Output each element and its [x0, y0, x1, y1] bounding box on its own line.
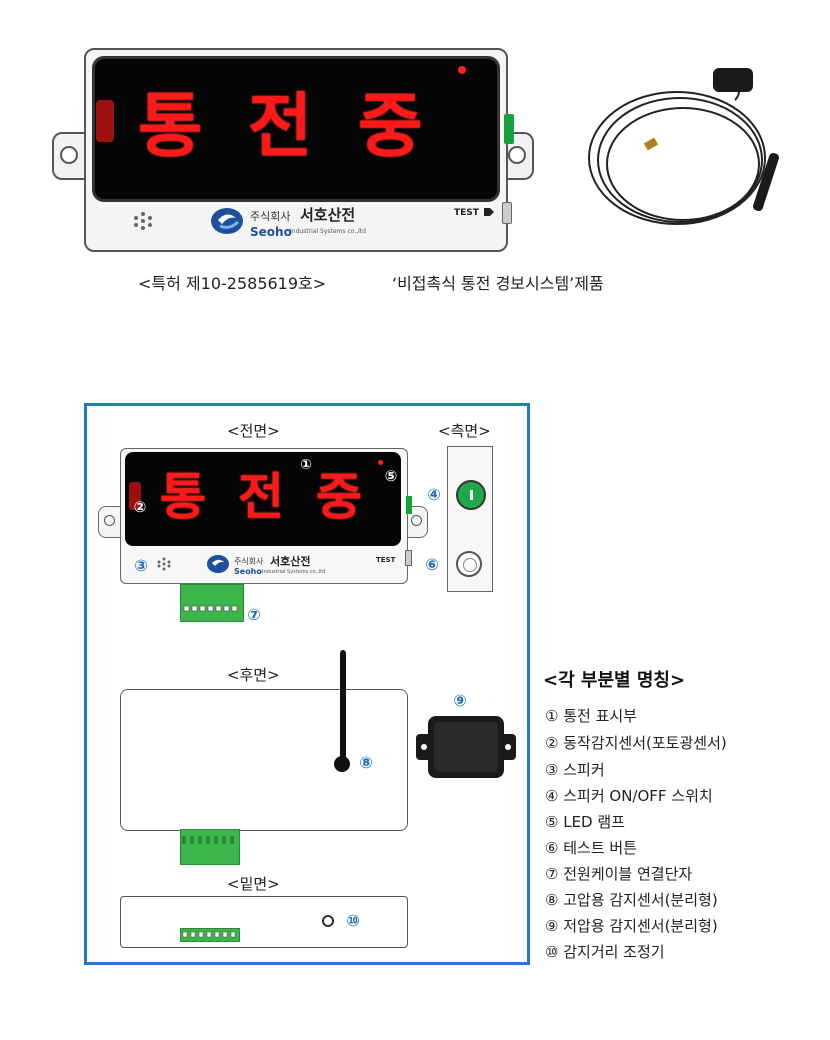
marker-4: ④ [427, 484, 441, 504]
company-kr-name: 서호산전 [300, 206, 356, 224]
top-device: 통 전 중 주식회사 서호산전 Seoho Industrial Systems… [52, 42, 534, 252]
marker-2: ② [133, 498, 147, 516]
legend-item-5: ⑤ LED 램프 [545, 813, 625, 831]
legend-item-2: ② 동작감지센서(포토광센서) [545, 734, 727, 752]
legend-item-4: ④ 스피커 ON/OFF 스위치 [545, 787, 713, 805]
marker-8: ⑧ [359, 752, 373, 772]
led-lamp [458, 66, 466, 74]
mount-hole-left [60, 146, 78, 164]
photo-sensor [96, 100, 114, 142]
test-label: TEST [454, 208, 479, 218]
product-caption: ‘비접촉식 통전 경보시스템’제품 [392, 274, 604, 293]
front-display-char-2: 전 [238, 468, 284, 526]
antenna-rod [340, 650, 346, 762]
company-logo-icon [210, 206, 244, 236]
company-kr-prefix: 주식회사 [250, 210, 291, 223]
rear-terminal-block [180, 829, 240, 865]
front-logo-icon [206, 554, 230, 574]
display-char-3: 중 [358, 85, 423, 167]
antenna-base [334, 756, 350, 772]
display-panel [92, 56, 500, 202]
front-speaker-icon [156, 556, 172, 572]
speaker-icon [132, 210, 154, 232]
front-test-button [405, 550, 412, 566]
bottom-device [120, 896, 408, 948]
speaker-switch-icon [456, 480, 486, 510]
test-arrow-icon [484, 208, 494, 216]
front-company-en-sub: Industrial Systems co.,ltd [262, 569, 326, 575]
front-company-kr-prefix: 주식회사 [234, 557, 264, 566]
front-led [378, 460, 383, 465]
side-view-label: <측면> [438, 422, 491, 440]
legend-item-3: ③ 스피커 [545, 761, 605, 779]
legend-item-10: ⑩ 감지거리 조정기 [545, 943, 665, 961]
marker-3: ③ [134, 555, 148, 575]
display-char-2: 전 [248, 85, 313, 167]
rear-device [120, 689, 408, 831]
mount-hole-right [508, 146, 526, 164]
side-switch [504, 114, 514, 144]
display-char-1: 통 [138, 85, 203, 167]
bottom-terminal-block [180, 928, 240, 942]
bottom-view-label: <밑면> [227, 875, 280, 893]
front-ear-hole-left [104, 515, 115, 526]
front-test-label: TEST [376, 556, 396, 564]
front-photo-sensor [129, 482, 141, 510]
marker-9: ⑨ [453, 690, 467, 710]
distance-adjuster-icon [322, 915, 334, 927]
front-display [125, 452, 401, 546]
marker-7: ⑦ [247, 604, 261, 624]
front-device: 통 전 중 주식회사 서호산전 Seoho Industrial Systems… [98, 446, 428, 596]
front-terminal-pins [183, 598, 241, 612]
high-voltage-sensor-photo [585, 60, 785, 250]
legend-item-7: ⑦ 전원케이블 연결단자 [545, 865, 693, 883]
front-side-switch [406, 496, 412, 514]
marker-6: ⑥ [425, 554, 439, 574]
rear-terminal-top [180, 829, 238, 844]
rear-view-label: <후면> [227, 666, 280, 684]
legend-title: <각 부분별 명칭> [543, 670, 686, 691]
patent-caption: <특허 제10-2585619호> [138, 274, 327, 293]
legend-item-9: ⑨ 저압용 감지센서(분리형) [545, 917, 718, 935]
legend-item-1: ① 통전 표시부 [545, 707, 637, 725]
low-voltage-sensor [416, 716, 516, 778]
front-company-kr-name: 서호산전 [270, 555, 311, 568]
company-en-sub: Industrial Systems co.,ltd [290, 228, 366, 235]
marker-5: ⑤ [384, 467, 398, 485]
front-display-char-1: 통 [160, 468, 206, 526]
legend-item-6: ⑥ 테스트 버튼 [545, 839, 637, 857]
company-en: Seoho [250, 225, 292, 239]
front-terminal-block [180, 584, 244, 622]
legend-item-8: ⑧ 고압용 감지센서(분리형) [545, 891, 718, 909]
front-display-char-3: 중 [316, 468, 362, 526]
front-view-label: <전면> [227, 422, 280, 440]
front-ear-hole-right [411, 515, 422, 526]
marker-1: ① [300, 457, 312, 473]
front-company-en: Seoho [234, 567, 262, 576]
marker-10: ⑩ [346, 910, 360, 930]
test-button-side-icon [456, 551, 482, 577]
test-button [502, 202, 512, 224]
